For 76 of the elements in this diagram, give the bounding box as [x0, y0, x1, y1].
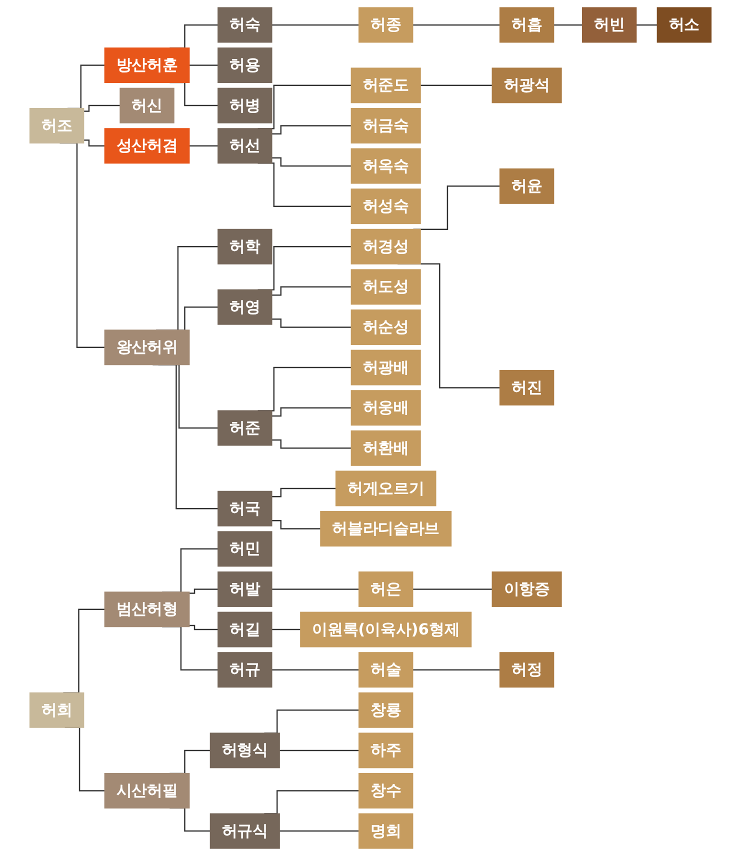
connector [272, 669, 359, 670]
node-box: 허순성 [350, 309, 421, 345]
connector [272, 286, 352, 296]
node-box: 창룡 [358, 692, 414, 728]
node-box: 허용 [218, 48, 272, 83]
node-box: 허조 [29, 108, 84, 144]
node-box: 허준도 [350, 68, 421, 104]
connector [279, 830, 359, 832]
node-box: 허민 [218, 531, 272, 567]
node-box: 허성숙 [350, 188, 421, 224]
node-box: 허길 [218, 612, 272, 648]
node-box: 허환배 [350, 430, 421, 466]
node-box: 허윤 [499, 168, 554, 204]
node-box: 왕산허위 [104, 330, 190, 366]
node-box: 허술 [358, 652, 414, 688]
node-box: 허종 [358, 7, 414, 43]
node-box: 범산허형 [104, 592, 190, 628]
connector [272, 520, 321, 530]
node-box: 허국 [218, 490, 272, 526]
node-box: 허신 [120, 88, 174, 124]
node-box: 허흡 [499, 7, 554, 43]
node-box: 허소 [656, 7, 712, 43]
connector [412, 24, 500, 26]
node-box: 허희 [29, 692, 84, 728]
connector [189, 588, 218, 594]
node-box: 허광석 [492, 68, 562, 104]
connector [636, 24, 658, 26]
node-box: 이항증 [492, 571, 562, 607]
connector [412, 588, 492, 590]
connector [272, 439, 352, 449]
connector [189, 624, 218, 630]
node-box: 허금숙 [350, 108, 421, 144]
connector [272, 157, 352, 167]
node-box: 허선 [218, 128, 272, 164]
node-box: 허숙 [218, 7, 272, 43]
connector [272, 628, 301, 630]
node-box: 방산허훈 [104, 48, 190, 83]
connector [554, 24, 582, 26]
connector [420, 84, 492, 86]
node-box: 허광배 [350, 350, 421, 386]
node-box: 허병 [218, 88, 272, 124]
connector [84, 104, 120, 112]
node-box: 허빈 [582, 7, 637, 43]
node-box: 허진 [499, 370, 554, 406]
node-box: 허정 [499, 652, 554, 688]
node-box: 성산허겸 [104, 128, 190, 164]
node-box: 허형식 [210, 732, 280, 768]
node-box: 허게오르기 [335, 470, 436, 506]
node-box: 하주 [358, 732, 414, 768]
connector [189, 145, 218, 146]
connector [412, 669, 500, 670]
node-box: 허영 [218, 289, 272, 325]
node-box: 창수 [358, 773, 414, 808]
connector [272, 588, 359, 590]
node-box: 허블라디슬라브 [320, 511, 452, 547]
node-box: 허학 [218, 228, 272, 264]
connector [272, 24, 359, 26]
node-box: 허옥숙 [350, 148, 421, 184]
node-box: 이원록(이육사)6형제 [300, 612, 472, 648]
node-box: 허발 [218, 571, 272, 607]
connector [279, 750, 359, 752]
connector [84, 140, 105, 146]
node-box: 명희 [358, 813, 414, 849]
node-box: 허도성 [350, 269, 421, 305]
connector [272, 125, 352, 134]
connector [272, 488, 336, 498]
node-box: 허웅배 [350, 390, 421, 426]
node-box: 허준 [218, 410, 272, 446]
node-box: 허은 [358, 571, 414, 607]
node-box: 허경성 [350, 228, 421, 264]
node-box: 시산허필 [104, 773, 190, 808]
node-box: 허규 [218, 652, 272, 688]
connector [272, 318, 352, 328]
node-box: 허규식 [210, 813, 280, 849]
connector [189, 64, 218, 66]
connector [272, 407, 352, 417]
